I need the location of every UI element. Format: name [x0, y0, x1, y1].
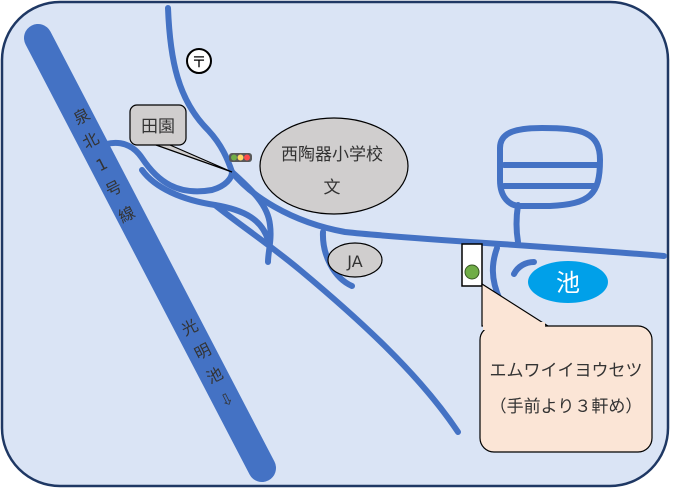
destination-note: （手前より３軒め） — [490, 397, 643, 417]
road-housing-connector — [513, 202, 521, 245]
route-label-bottom: 光 明 池 ⇩ — [178, 315, 237, 411]
road-east-spur — [511, 259, 537, 277]
road-west-loop — [93, 139, 235, 195]
road-network — [93, 5, 667, 435]
road-north — [165, 5, 235, 175]
school-mark: 文 — [324, 178, 341, 198]
denen-label-box — [129, 104, 187, 146]
ja-label: JA — [346, 252, 362, 271]
route-char: 光 — [178, 315, 201, 339]
school-ellipse — [259, 117, 409, 215]
route-char: 号 — [102, 176, 125, 200]
pond-ellipse — [528, 261, 608, 303]
callout-seam-cover — [483, 322, 545, 330]
traffic-light-icon — [229, 153, 252, 162]
post-office-icon — [186, 48, 212, 74]
route-char: 北 — [79, 128, 102, 152]
denen-label: 田園 — [141, 117, 175, 137]
road-south-curve — [229, 169, 274, 265]
expressway-road — [24, 24, 276, 482]
denen-callout-pointer — [155, 144, 233, 173]
ja-ellipse — [327, 242, 383, 278]
route-char: 池 — [203, 363, 226, 387]
school-name: 西陶器小学校 — [281, 145, 383, 165]
destination-callout-box — [479, 325, 653, 453]
route-char: 明 — [191, 339, 214, 363]
destination-marker-icon — [464, 264, 480, 280]
post-office-symbol: 〒 — [191, 53, 206, 71]
route-char: 泉 — [70, 104, 93, 128]
route-char: 線 — [115, 202, 138, 226]
pond-label: 池 — [556, 269, 580, 297]
housing-block — [497, 125, 603, 209]
destination-name: エムワイイヨウセツ — [490, 361, 643, 381]
road-southeast — [212, 202, 461, 435]
